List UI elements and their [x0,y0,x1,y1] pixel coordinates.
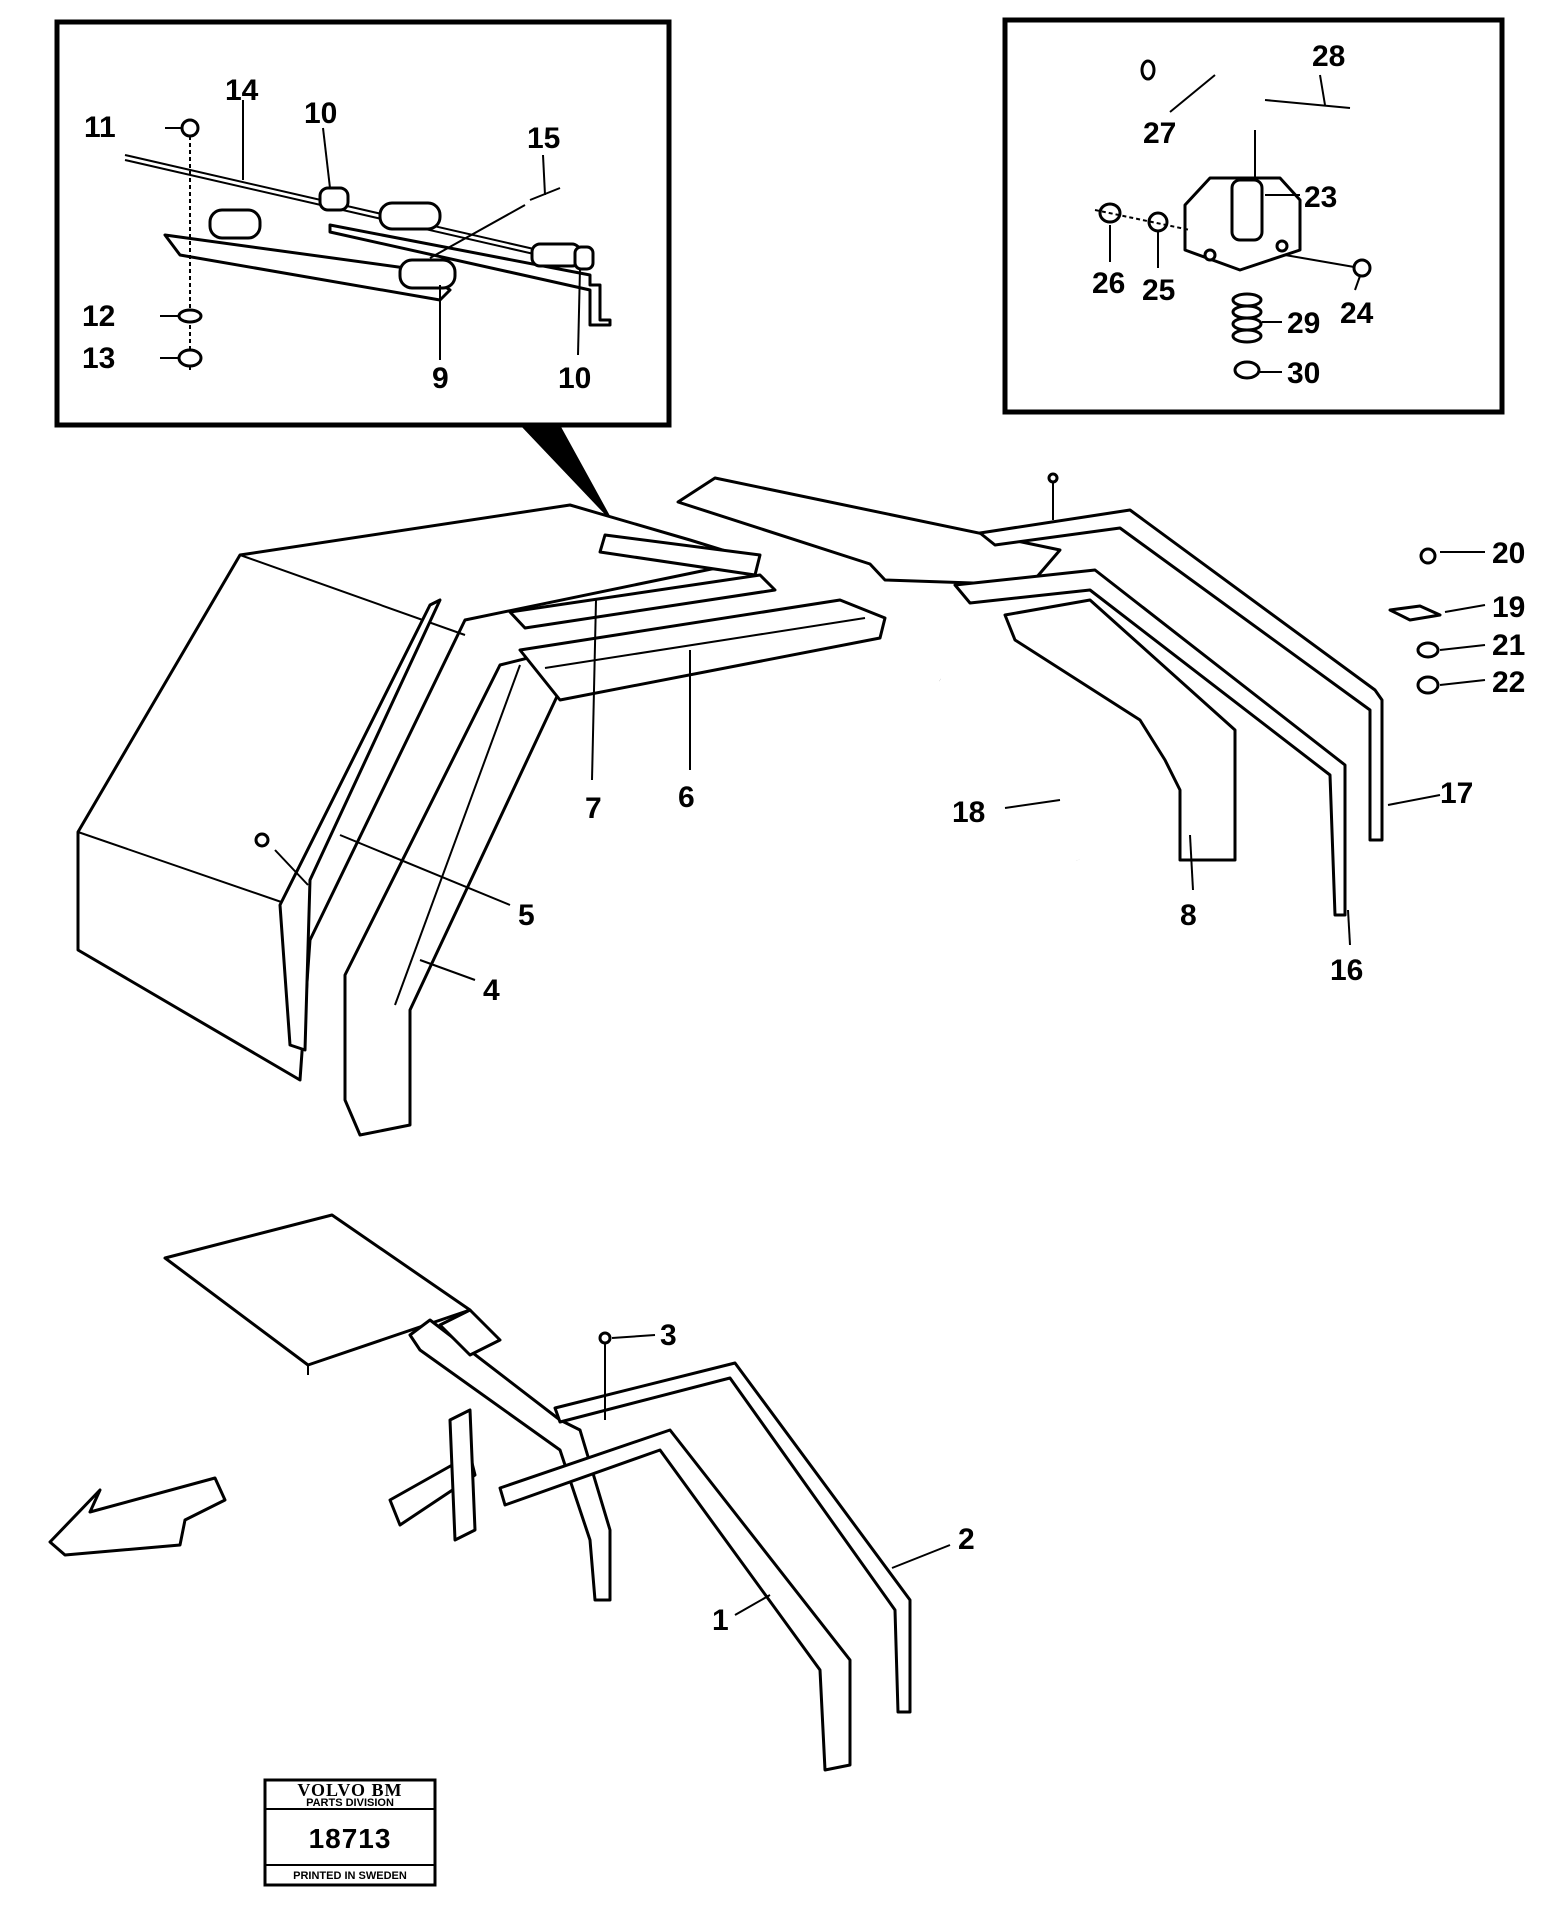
callout-6: 6 [678,781,695,814]
latch-detail-inset: 28 27 23 26 25 24 29 30 [1002,17,1505,415]
callout-5: 5 [518,899,535,932]
callout-18: 18 [952,796,985,829]
bolt-3 [598,1331,612,1345]
stamp-printed: PRINTED IN SWEDEN [293,1870,407,1882]
hinge-leaf-upper [328,223,612,327]
callout-7: 7 [585,792,602,825]
screw-11 [180,118,200,138]
washer-25 [1147,211,1169,233]
callout-8: 8 [1180,899,1197,932]
hinge-leaf-9 [163,233,452,302]
support-beam-6 [518,598,887,702]
callout-28: 28 [1312,40,1345,73]
nut-30 [1233,360,1261,380]
callout-2: 2 [958,1523,975,1556]
callout-10-bottom: 10 [558,362,591,395]
support-arm [408,1318,612,1602]
callout-24: 24 [1340,297,1374,330]
plate-8 [1003,598,1237,862]
support-beam-4 [343,653,562,1137]
washer-21 [1416,641,1440,659]
bracket-17 [978,508,1384,842]
callout-11: 11 [84,111,116,144]
callout-22: 22 [1492,666,1525,699]
edge-strip-5 [278,598,442,1052]
lower-fender-assembly: 3 2 1 [48,1213,975,1772]
callout-13: 13 [82,342,115,375]
callout-9: 9 [432,362,449,395]
bolt-24 [1284,254,1361,269]
callout-3: 3 [660,1319,677,1352]
direction-arrow-icon [48,1476,227,1557]
callout-29: 29 [1287,307,1320,340]
stamp-division: PARTS DIVISION [306,1797,394,1809]
rail-1 [498,1428,852,1772]
hinge-detail-inset: 11 14 10 15 12 13 9 10 [54,19,672,525]
callout-17: 17 [1440,777,1473,810]
callout-23: 23 [1304,181,1337,214]
brace-18 [939,678,1080,861]
callout-14: 14 [225,74,259,107]
fender-body [76,503,757,1082]
nut-13 [177,348,203,368]
callout-15: 15 [527,122,560,155]
callout-1: 1 [712,1604,729,1637]
stamp-number: 18713 [309,1823,392,1854]
callout-20: 20 [1492,537,1525,570]
rail-16 [953,568,1347,917]
left-fender-assembly: 7 6 5 4 [76,503,887,1137]
washer-22 [1416,675,1440,695]
callout-16: 16 [1330,954,1363,987]
callout-26: 26 [1092,267,1125,300]
callout-27: 27 [1143,117,1176,150]
pin-28 [1264,99,1351,109]
plate-7 [508,573,777,630]
parts-stamp: VOLVO BM PARTS DIVISION 18713 PRINTED IN… [263,1778,437,1887]
callout-25: 25 [1142,274,1175,307]
washer-12 [177,308,203,324]
inset-pointer [520,425,615,525]
latch-plate-19 [1388,604,1442,622]
callout-30: 30 [1287,357,1320,390]
callout-10-top: 10 [304,97,337,130]
stamp-brand: VOLVO BM [297,1780,402,1800]
spring-29 [1231,292,1263,344]
callout-21: 21 [1492,629,1525,662]
nut-20 [1419,547,1437,565]
rail-2 [553,1361,912,1714]
callout-19: 19 [1492,591,1525,624]
callout-12: 12 [82,300,115,333]
right-fender-assembly: 20 19 21 22 17 16 8 18 [676,472,1525,987]
callout-4: 4 [483,974,500,1007]
